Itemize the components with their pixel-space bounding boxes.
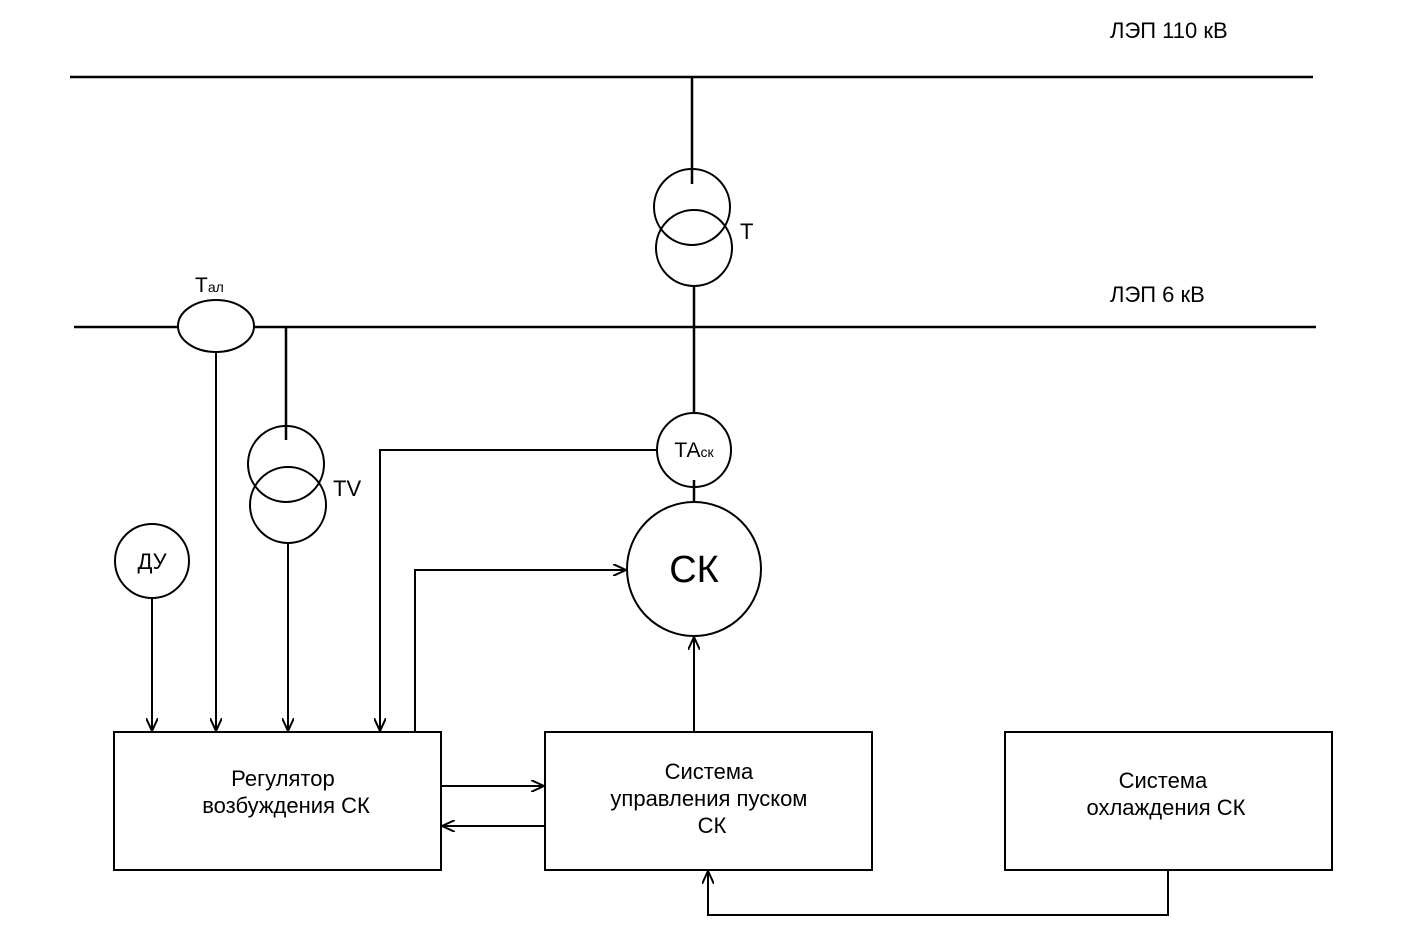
sk-label: СК <box>669 549 719 591</box>
bus-6kv-label: ЛЭП 6 кВ <box>1110 282 1205 307</box>
current-transformer-tal <box>177 299 255 353</box>
cooling-system-label: Система охлаждения СК <box>1086 768 1245 820</box>
bus-110kv-label: ЛЭП 110 кВ <box>1110 18 1228 43</box>
cooling-to-start-arrow <box>708 870 1169 916</box>
tal-label: Тал <box>195 274 224 297</box>
excitation-regulator-label: Регулятор возбуждения СК <box>202 766 370 818</box>
excitation-regulator-block <box>113 731 442 871</box>
power-transformer <box>653 77 733 327</box>
start-control-block <box>544 731 873 871</box>
ta-sk-label: ТАск <box>674 439 714 462</box>
cooling-system-block <box>1004 731 1333 871</box>
tv-label: TV <box>333 476 361 501</box>
transformer-label: Т <box>740 219 753 244</box>
du-label: ДУ <box>137 549 167 574</box>
excitation-output-arrow <box>414 570 626 731</box>
ta-sk-signal-arrow <box>380 449 657 731</box>
voltage-transformer <box>247 327 327 544</box>
start-control-label: Система управления пуском СК <box>610 759 813 838</box>
